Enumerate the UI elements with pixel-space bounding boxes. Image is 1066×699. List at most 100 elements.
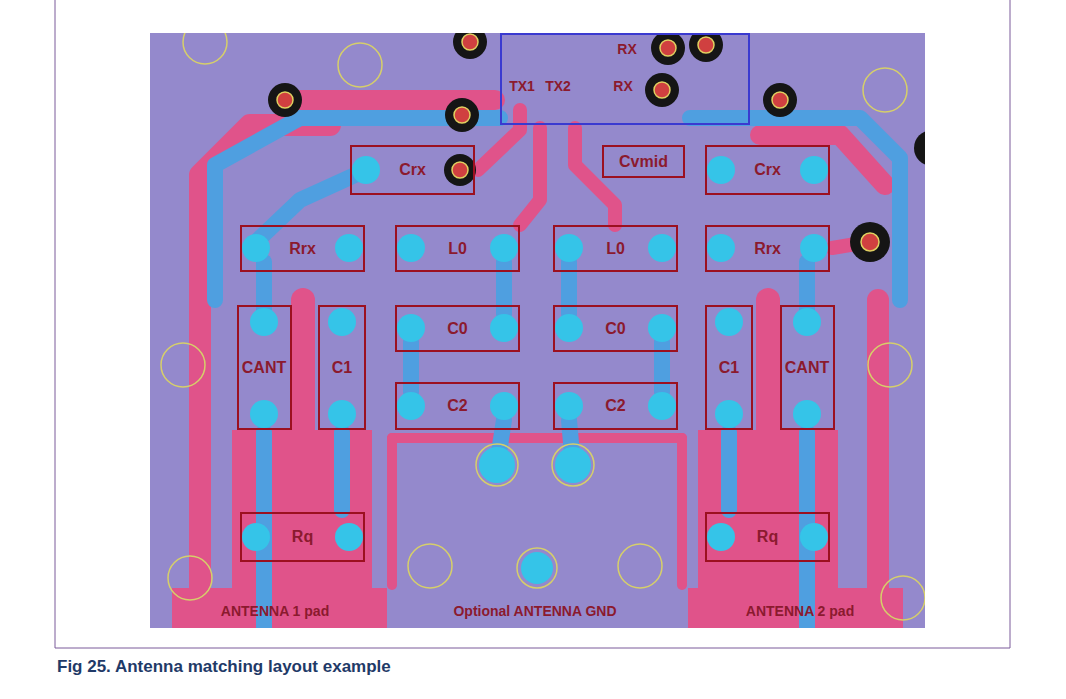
- top-trace: [867, 300, 889, 628]
- component-label: Rrx: [289, 240, 316, 258]
- component-label: Crx: [399, 161, 426, 179]
- top-copper-area: [232, 430, 372, 590]
- pad: [555, 234, 583, 262]
- pad: [250, 308, 278, 336]
- pad: [793, 400, 821, 428]
- drill-outline: [161, 343, 205, 387]
- pad: [490, 234, 518, 262]
- drill-outline: [863, 68, 907, 112]
- component-label: C1: [719, 359, 739, 377]
- frame-line: [1010, 0, 1011, 648]
- component-outline: Rq: [705, 512, 830, 562]
- pad: [793, 308, 821, 336]
- drill-outline: [168, 556, 212, 600]
- pad: [250, 400, 278, 428]
- via-hole: [454, 107, 470, 123]
- component-outline: Rrx: [240, 225, 365, 272]
- component-outline: L0: [553, 225, 678, 272]
- component-label: Crx: [754, 161, 781, 179]
- via-hole: [660, 40, 676, 56]
- top-trace: [387, 438, 397, 585]
- via: [651, 33, 685, 65]
- top-trace: [756, 300, 780, 430]
- component-outline: L0: [395, 225, 520, 272]
- component-label: CANT: [242, 359, 286, 377]
- pad: [648, 314, 676, 342]
- component-outline: Rq: [240, 512, 365, 562]
- component-outline: Cvmid: [602, 145, 685, 178]
- pad-label: ANTENNA 2 pad: [746, 604, 854, 619]
- pad: [648, 392, 676, 420]
- via: [479, 447, 515, 483]
- component-outline: CANT: [237, 305, 292, 430]
- component-label: Rq: [757, 528, 778, 546]
- pad: [800, 523, 828, 551]
- via: [453, 33, 487, 59]
- via: [763, 83, 797, 117]
- pin-name: TX1: [509, 79, 535, 94]
- via-hole: [654, 82, 670, 98]
- bottom-trace: [721, 432, 737, 510]
- pad: [335, 234, 363, 262]
- component-outline: C1: [318, 305, 366, 430]
- via: [444, 154, 476, 186]
- drill-outline: [183, 33, 227, 64]
- pad: [352, 156, 380, 184]
- via-hole: [772, 92, 788, 108]
- drill-outline: [408, 544, 452, 588]
- component-label: Rq: [292, 528, 313, 546]
- drill-outline: [552, 444, 594, 486]
- component-outline: CANT: [780, 305, 835, 430]
- pad: [707, 156, 735, 184]
- pin-header-box: RXTX1TX2RX: [500, 33, 750, 125]
- pad: [648, 234, 676, 262]
- pad: [328, 308, 356, 336]
- pad: [555, 392, 583, 420]
- component-outline: C0: [395, 305, 520, 352]
- pad: [490, 392, 518, 420]
- component-outline: C1: [705, 305, 753, 430]
- bottom-trace: [334, 432, 350, 510]
- board: [150, 33, 925, 628]
- component-label: L0: [606, 240, 625, 258]
- top-copper-area: [698, 430, 838, 590]
- via-hole: [462, 34, 478, 50]
- ground-vias: [479, 447, 591, 584]
- via-hole: [861, 233, 879, 251]
- bottom-trace: [654, 342, 670, 392]
- pad: [555, 314, 583, 342]
- frame-line: [55, 0, 56, 648]
- component-label: C0: [605, 320, 625, 338]
- pad: [242, 523, 270, 551]
- pad: [397, 314, 425, 342]
- pad: [715, 308, 743, 336]
- bottom-trace: [403, 342, 419, 392]
- top-trace: [291, 300, 315, 430]
- pad: [397, 392, 425, 420]
- drill-outlines: [161, 33, 925, 620]
- component-pads: [242, 156, 828, 551]
- via: [521, 552, 553, 584]
- pad: [707, 523, 735, 551]
- via-hole: [452, 162, 468, 178]
- pad: [335, 523, 363, 551]
- component-label: C2: [605, 397, 625, 415]
- via: [268, 83, 302, 117]
- top-trace: [520, 128, 540, 225]
- component-outline: C2: [553, 382, 678, 430]
- pad: [490, 314, 518, 342]
- top-copper: [200, 100, 885, 628]
- bottom-trace: [690, 118, 900, 300]
- drill-outline: [517, 548, 557, 588]
- pad-label: Optional ANTENNA GND: [453, 604, 616, 619]
- bottom-copper: [215, 118, 900, 628]
- figure-caption: Fig 25. Antenna matching layout example: [57, 657, 391, 677]
- antenna-pad: [688, 588, 903, 628]
- top-trace: [677, 438, 687, 585]
- component-outline: Rrx: [705, 225, 830, 272]
- drill-outline: [476, 444, 518, 486]
- pin-name: RX: [613, 79, 632, 94]
- pad-label: ANTENNA 1 pad: [221, 604, 329, 619]
